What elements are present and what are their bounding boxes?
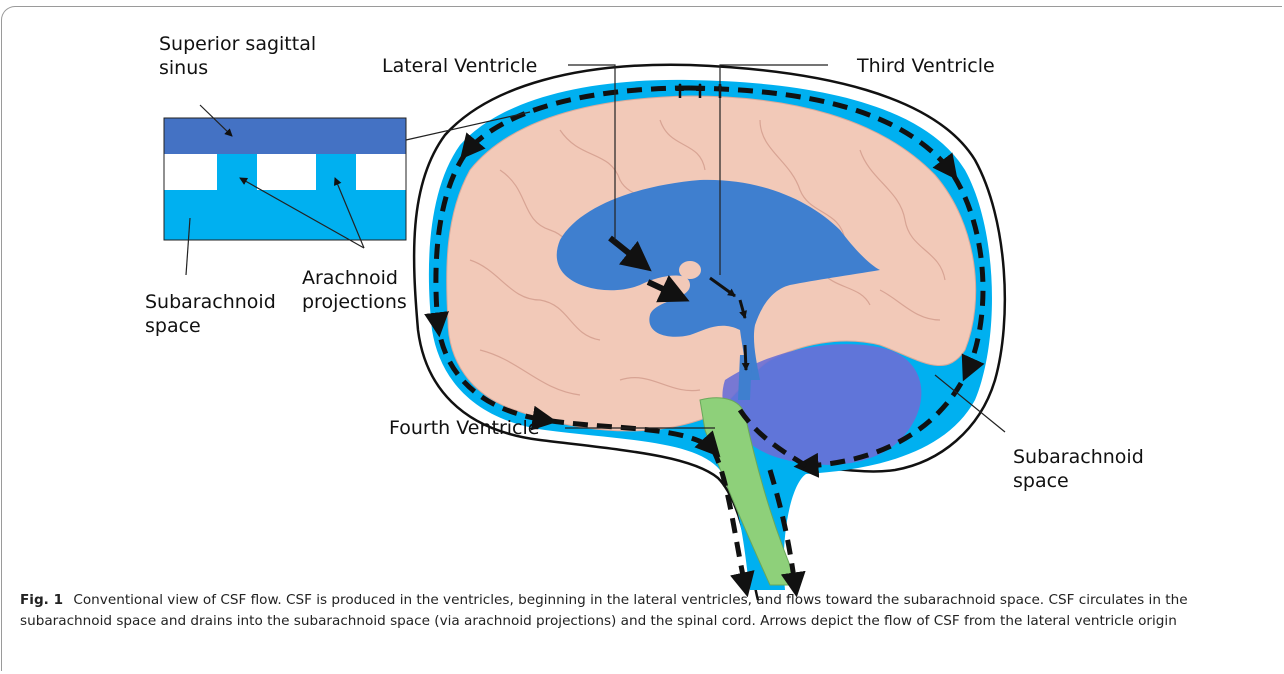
label-superior-sagittal-sinus: Superior sagittal sinus [159,32,316,80]
third-ventricle-hole [679,261,701,279]
figure-number: Fig. 1 [20,592,63,608]
label-third-ventricle: Third Ventricle [857,54,995,78]
sinus-block [164,118,406,154]
figure-caption: Fig. 1 Conventional view of CSF flow. CS… [20,590,1270,632]
label-arachnoid-projections: Arachnoid projections [302,266,407,314]
label-fourth-ventricle: Fourth Ventricle [389,416,539,440]
inset-diagram [164,118,406,240]
subarachnoid-block [164,190,406,240]
label-subarachnoid-space-right: Subarachnoid space [1013,445,1144,493]
label-subarachnoid-space-left: Subarachnoid space [145,290,276,338]
label-lateral-ventricle: Lateral Ventricle [382,54,537,78]
arachnoid-projection-2 [316,154,356,190]
caption-text: Conventional view of CSF flow. CSF is pr… [20,592,1188,629]
